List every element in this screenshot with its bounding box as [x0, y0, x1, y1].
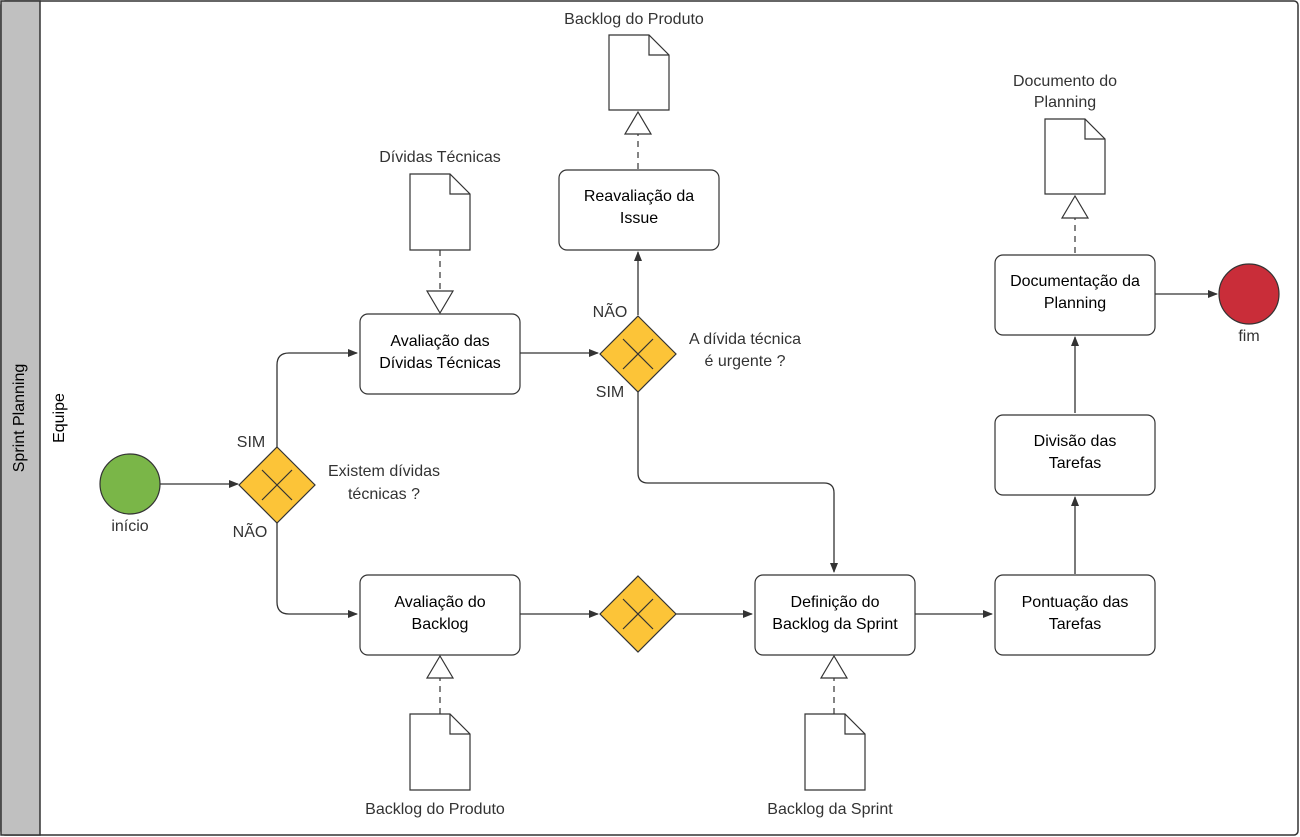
end-event-label: fim [1238, 328, 1259, 345]
sequence-flows [160, 251, 1218, 618]
gateway2-question-line1: A dívida técnica [689, 331, 801, 348]
svg-text:Tarefas: Tarefas [1049, 455, 1101, 472]
assoc-documentacao-arrow [1060, 194, 1090, 219]
document-icon-dividas-tecnicas [409, 173, 471, 251]
assoc-backlog-produto-arrow [425, 654, 455, 679]
task-avaliacao-dividas: Avaliação das Dívidas Técnicas [359, 313, 521, 395]
end-event [1218, 263, 1280, 325]
document-label-backlog-produto-top: Backlog do Produto [564, 11, 704, 28]
svg-text:Issue: Issue [620, 210, 658, 227]
flow-gateway1-no [276, 522, 358, 618]
gateway-existem-dividas [238, 446, 316, 524]
svg-text:Documentação da: Documentação da [1010, 273, 1140, 290]
pool-header [0, 0, 41, 836]
document-label-documento-planning-line2: Planning [1034, 94, 1096, 111]
assoc-backlog-sprint-arrow [819, 654, 849, 679]
svg-text:Reavaliação da: Reavaliação da [584, 188, 694, 205]
svg-text:Planning: Planning [1044, 295, 1106, 312]
task-reavaliacao-issue: Reavaliação da Issue [558, 169, 720, 251]
document-label-documento-planning-line1: Documento do [1013, 73, 1117, 90]
gateway2-question-line2: é urgente ? [705, 353, 786, 370]
document-icon-backlog-produto-top [608, 34, 670, 111]
svg-text:Divisão das: Divisão das [1034, 433, 1117, 450]
gateway1-yes-label: SIM [237, 434, 265, 451]
lane-title: Equipe [51, 393, 68, 443]
svg-text:Tarefas: Tarefas [1049, 616, 1101, 633]
start-event [99, 453, 161, 515]
task-pontuacao-tarefas: Pontuação das Tarefas [994, 574, 1156, 656]
gateway2-no-label: NÃO [593, 301, 628, 321]
svg-text:Definição do: Definição do [791, 594, 880, 611]
x-marker-icon [622, 598, 654, 630]
svg-text:Avaliação do: Avaliação do [394, 594, 485, 611]
gateway1-question-line1: Existem dívidas [328, 463, 440, 480]
document-label-backlog-sprint: Backlog da Sprint [767, 801, 893, 818]
svg-text:Backlog da Sprint: Backlog da Sprint [772, 616, 898, 633]
svg-text:Backlog: Backlog [412, 616, 469, 633]
task-divisao-tarefas: Divisão das Tarefas [994, 414, 1156, 496]
gateway2-yes-label: SIM [596, 384, 624, 401]
svg-text:Avaliação das: Avaliação das [390, 333, 489, 350]
x-marker-icon [261, 469, 293, 501]
gateway1-no-label: NÃO [233, 521, 268, 541]
document-label-dividas-tecnicas: Dívidas Técnicas [379, 149, 501, 166]
svg-text:Dívidas Técnicas: Dívidas Técnicas [379, 355, 501, 372]
document-label-backlog-produto-bottom: Backlog do Produto [365, 801, 505, 818]
document-icon-documento-planning [1044, 118, 1106, 195]
flow-gateway1-yes [276, 349, 358, 447]
data-associations [425, 110, 1090, 714]
document-icon-backlog-sprint [804, 713, 866, 791]
gateway-divida-urgente [599, 315, 677, 393]
svg-text:Pontuação das: Pontuação das [1022, 594, 1129, 611]
pool-title: Sprint Planning [11, 364, 28, 473]
task-documentacao-planning: Documentação da Planning [994, 254, 1156, 336]
task-definicao-backlog-sprint: Definição do Backlog da Sprint [754, 574, 916, 656]
assoc-dividas-arrow [425, 290, 455, 315]
document-icon-backlog-produto-bottom [409, 713, 471, 791]
flow-gateway2-yes [637, 391, 838, 573]
start-event-label: início [111, 518, 148, 535]
assoc-reavaliacao-arrow [623, 110, 653, 135]
x-marker-icon [622, 338, 654, 370]
task-avaliacao-backlog: Avaliação do Backlog [359, 574, 521, 656]
gateway-merge [599, 575, 677, 653]
gateway1-question-line2: técnicas ? [348, 486, 420, 503]
